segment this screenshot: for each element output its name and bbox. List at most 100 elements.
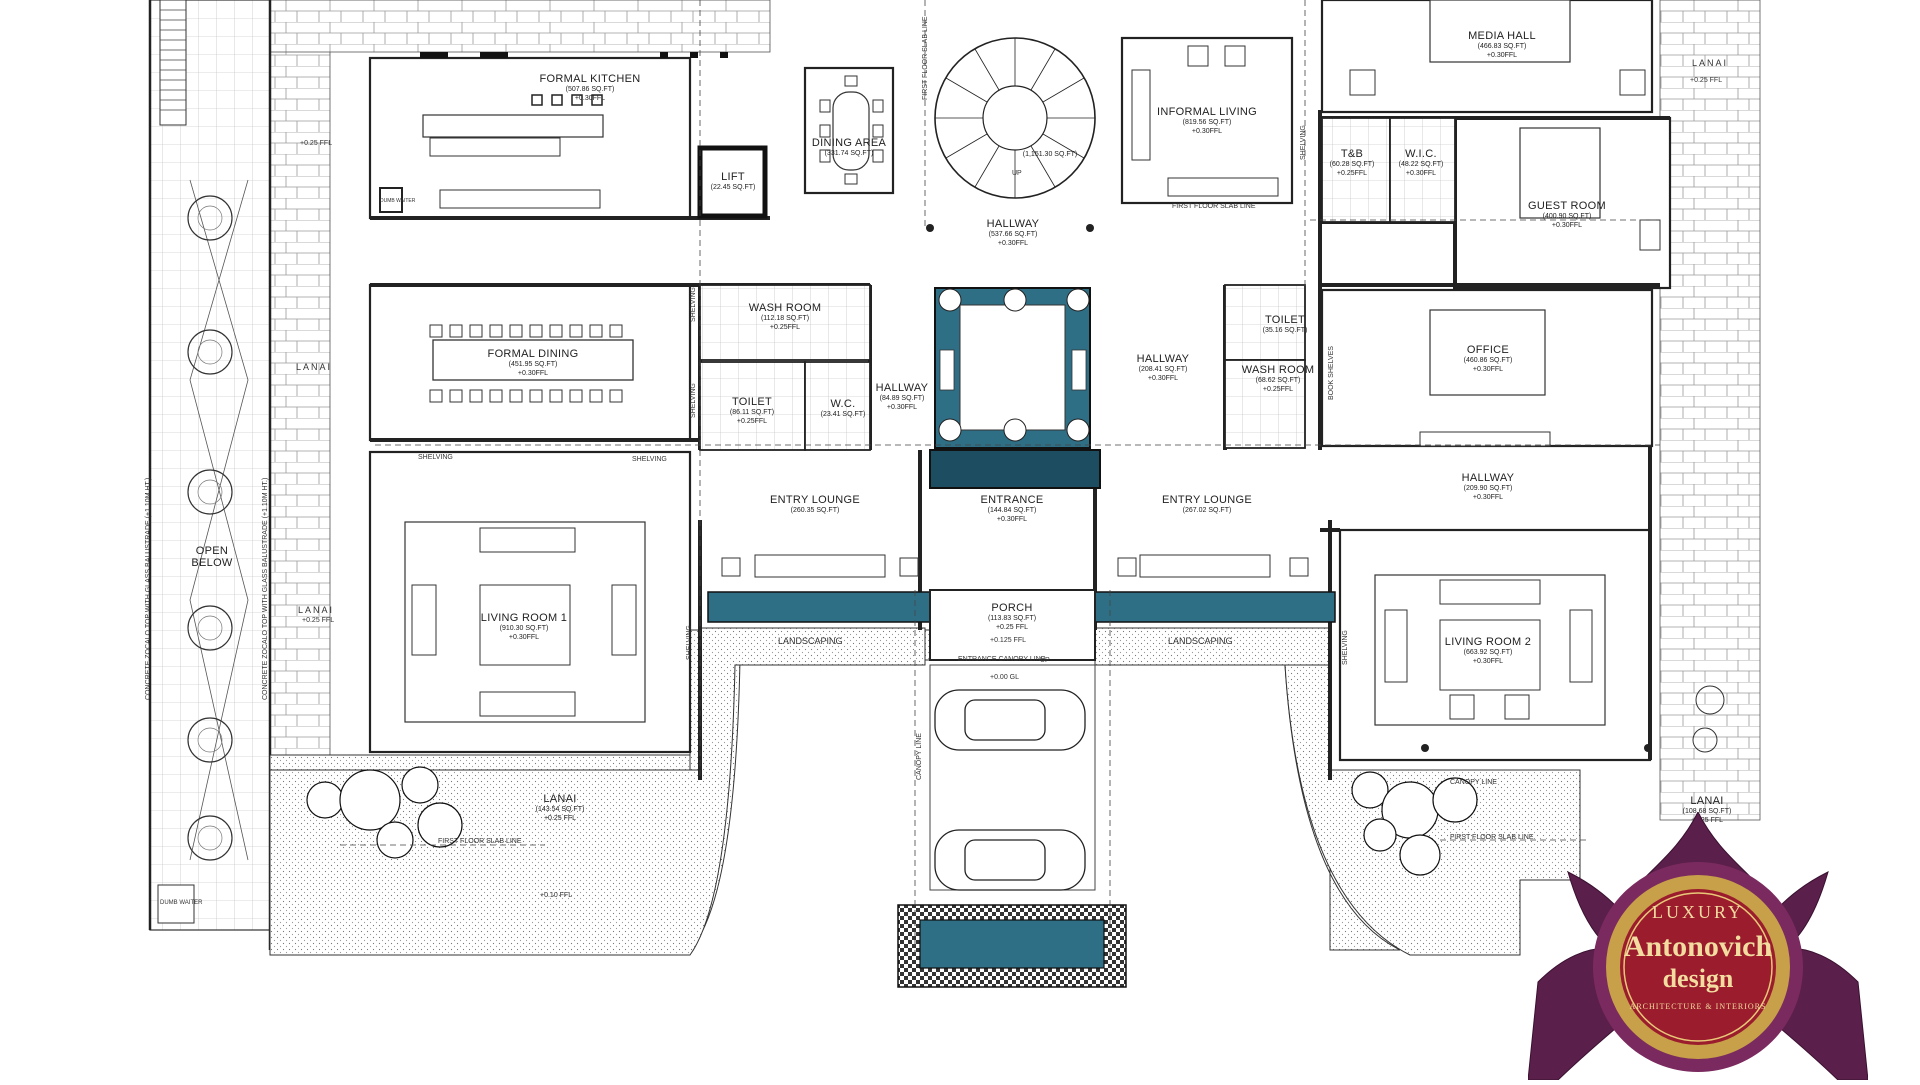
hallway-top-area: (537.66 SQ.FT) [988, 231, 1038, 238]
hallway-left-name: HALLWAY [875, 382, 929, 394]
lanai-label-left-2: LANAI [298, 605, 335, 615]
hallway-left-area: (84.89 SQ.FT) [879, 395, 925, 402]
lanai-bottom-area: (143.54 SQ.FT) [535, 806, 585, 813]
label-lanai-bottom-right: LANAI (108.68 SQ.FT) +0.25 FFL [1683, 795, 1732, 825]
lanai-bottom-name: LANAI [543, 793, 577, 805]
landscaping-left-front [269, 627, 926, 956]
dining-area-area: (331.74 SQ.FT) [824, 150, 874, 157]
label-lift: LIFT (22.45 SQ.FT) [711, 171, 756, 192]
wic-top-level: +0.30FFL [1405, 170, 1437, 177]
living-room-1-area: (910.30 SQ.FT) [499, 625, 549, 632]
logo-brand-line-1: Antonovich [1623, 930, 1773, 963]
floating-court-name: FLOATING COURT [962, 344, 1064, 356]
wic-top-area: (48.22 SQ.FT) [1398, 161, 1444, 168]
label-entrance: ENTRANCE (144.84 SQ.FT) +0.30FFL [981, 494, 1044, 524]
open-below-line-1: OPEN [195, 545, 229, 557]
label-guest-room: GUEST ROOM (400.90 SQ.FT) +0.30FFL [1528, 200, 1606, 230]
hallway-office-level: +0.30FFL [1472, 494, 1504, 501]
porch-area [929, 589, 1096, 661]
label-wc-left: W.C. (23.41 SQ.FT) [821, 398, 866, 419]
label-tb: T&B (60.28 SQ.FT) +0.25FFL [1330, 148, 1375, 178]
living-room-2-name: LIVING ROOM 2 [1444, 636, 1532, 648]
office-area: (460.86 SQ.FT) [1463, 357, 1513, 364]
toilet-right [1224, 284, 1306, 361]
ffl-label-grounds: +0.10 FFL [540, 892, 573, 899]
tb-name: T&B [1340, 148, 1364, 160]
balustrade-label-2: CONCRETE ZOCALO TOP WITH GLASS BALUSTRAD… [262, 477, 269, 700]
entry-lounge-left-area: (260.35 SQ.FT) [790, 507, 840, 514]
wash-room-right-area: (68.62 SQ.FT) [1255, 377, 1301, 384]
label-informal-living: INFORMAL LIVING (819.56 SQ.FT) +0.30FFL [1157, 106, 1257, 136]
logo-brand-line-2: design [1662, 964, 1734, 993]
lift-area: (22.45 SQ.FT) [710, 184, 756, 191]
guest-room-level: +0.30FFL [1551, 222, 1583, 229]
logo-top-text: LUXURY [1651, 902, 1744, 922]
slab-line-label-1: FIRST FLOOR SLAB LINE [922, 16, 929, 100]
stair-area: (1,151.30 SQ.FT) [1022, 151, 1078, 158]
guest-room-name: GUEST ROOM [1528, 200, 1606, 212]
label-dining-area: DINING AREA (331.74 SQ.FT) [812, 137, 886, 158]
label-wic-top: W.I.C. (48.22 SQ.FT) +0.30FFL [1399, 148, 1444, 178]
formal-dining-level: +0.30FFL [517, 370, 549, 377]
office-level: +0.30FFL [1472, 366, 1504, 373]
wc-left-area: (23.41 SQ.FT) [820, 411, 866, 418]
hallway-right-level: +0.30FFL [1147, 375, 1179, 382]
hallway-office-name: HALLWAY [1461, 472, 1515, 484]
formal-kitchen-name: FORMAL KITCHEN [539, 73, 641, 85]
dining-area-name: DINING AREA [811, 137, 887, 149]
media-hall-name: MEDIA HALL [1468, 30, 1536, 42]
informal-living-area: (819.56 SQ.FT) [1182, 119, 1232, 126]
label-formal-kitchen: FORMAL KITCHEN (507.86 SQ.FT) +0.30FFL [540, 73, 641, 103]
wash-room-right-name: WASH ROOM [1241, 364, 1315, 376]
hallway-top-name: HALLWAY [986, 218, 1040, 230]
shelving-label-vertical-1: SHELVING [690, 287, 697, 322]
dumb-waiter-label-top: DUMB WAITER [380, 198, 416, 204]
up-label-2: UP [1040, 657, 1050, 664]
office-name: OFFICE [1466, 344, 1510, 356]
label-hallway-office: HALLWAY (209.90 SQ.FT) +0.30FFL [1462, 472, 1515, 502]
open-below-label: OPEN BELOW [191, 545, 232, 569]
car-1 [934, 689, 1086, 751]
tb-level: +0.25FFL [1336, 170, 1368, 177]
label-stair: (1,151.30 SQ.FT) [1023, 150, 1077, 159]
lanai-bottom-level: +0.25 FFL [543, 815, 577, 822]
label-wash-room-left: WASH ROOM (112.18 SQ.FT) +0.25FFL [749, 302, 822, 332]
shelving-label-vertical-3: SHELVING [686, 625, 693, 660]
living-room-2-area: (663.92 SQ.FT) [1463, 649, 1513, 656]
lanai-br-name: LANAI [1690, 795, 1724, 807]
label-lanai-bottom: LANAI (143.54 SQ.FT) +0.25 FFL [536, 793, 585, 823]
gl-label: +0.00 GL [990, 674, 1019, 681]
formal-kitchen-area: (507.86 SQ.FT) [565, 86, 615, 93]
guest-room-area: (400.90 SQ.FT) [1542, 213, 1592, 220]
label-media-hall: MEDIA HALL (466.83 SQ.FT) +0.30FFL [1468, 30, 1536, 60]
spiral-staircase [934, 37, 1096, 199]
living-room-2-level: +0.30FFL [1472, 658, 1504, 665]
canopy-line-label-vertical: CANOPY LINE [916, 733, 923, 780]
wash-room-left-name: WASH ROOM [748, 302, 822, 314]
label-porch: PORCH (113.83 SQ.FT) +0.25 FFL [988, 602, 1036, 632]
media-hall-level: +0.30FFL [1486, 52, 1518, 59]
living-room-1-name: LIVING ROOM 1 [480, 612, 568, 624]
wc-left-name: W.C. [830, 398, 856, 410]
balustrade-label-1: CONCRETE ZOCALO TOP WITH GLASS BALUSTRAD… [145, 477, 152, 700]
entrance-canopy-label: ENTRANCE CANOPY LINE [958, 656, 1046, 663]
entry-lounge-left-name: ENTRY LOUNGE [770, 494, 860, 506]
label-entry-lounge-right: ENTRY LOUNGE (267.02 SQ.FT) [1162, 494, 1252, 515]
shelving-label-vertical-4: SHELVING [1300, 125, 1307, 160]
label-floating-court: FLOATING COURT (240.50 SQ.FT) +0.30FFL [963, 344, 1063, 374]
ffl-label-lanai-left: +0.25 FFL [302, 617, 335, 624]
lift-shaft [697, 145, 768, 219]
wash-room-right-level: +0.25FFL [1262, 386, 1294, 393]
wic-top-name: W.I.C. [1405, 148, 1437, 160]
paving-right [1659, 0, 1761, 821]
entrance-water-strip [929, 449, 1101, 489]
label-toilet-left: TOILET (86.11 SQ.FT) +0.25FFL [730, 396, 774, 426]
paving-top-left [269, 0, 771, 53]
media-hall-area: (466.83 SQ.FT) [1477, 43, 1527, 50]
floating-court-area: (240.50 SQ.FT) [988, 357, 1038, 364]
entrance-level: +0.30FFL [996, 516, 1028, 523]
lanai-br-level: +0.25 FFL [1690, 817, 1724, 824]
dumb-waiter-label-bottom: DUMB WAITER [160, 900, 203, 906]
wash-room-left-level: +0.25FFL [769, 324, 801, 331]
